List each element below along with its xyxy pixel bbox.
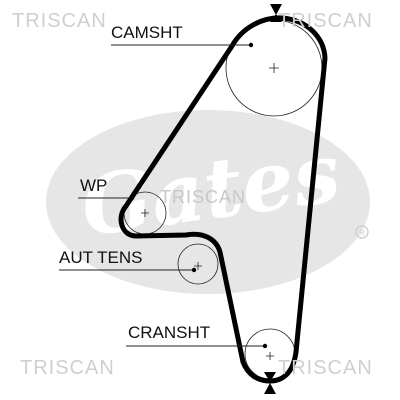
water-pump-label: WP bbox=[80, 176, 108, 195]
triscan-watermark: TRISCAN bbox=[278, 10, 373, 32]
crankshaft-label: CRANSHT bbox=[128, 323, 211, 342]
svg-text:R: R bbox=[359, 229, 365, 238]
gates-logo-ellipse bbox=[46, 110, 370, 294]
tensioner-pulley bbox=[177, 243, 219, 285]
triscan-watermark: TRISCAN bbox=[278, 357, 373, 379]
tensioner-label: AUT TENS bbox=[59, 248, 143, 267]
triscan-watermark: TRISCAN bbox=[160, 187, 247, 207]
camshaft-leader bbox=[111, 42, 254, 48]
camshaft-label: CAMSHT bbox=[111, 23, 183, 42]
water-pump-leader bbox=[78, 195, 135, 201]
tensioner-leader bbox=[59, 267, 197, 273]
triangle-marker-icon bbox=[270, 4, 282, 22]
triscan-watermark: TRISCAN bbox=[20, 357, 115, 379]
registered-icon: R bbox=[355, 225, 369, 239]
triscan-watermark: TRISCAN bbox=[12, 10, 107, 32]
gates-logo-watermark: Gates R bbox=[46, 110, 370, 294]
triangle-marker-icon bbox=[264, 372, 276, 394]
crankshaft-leader bbox=[126, 343, 268, 349]
